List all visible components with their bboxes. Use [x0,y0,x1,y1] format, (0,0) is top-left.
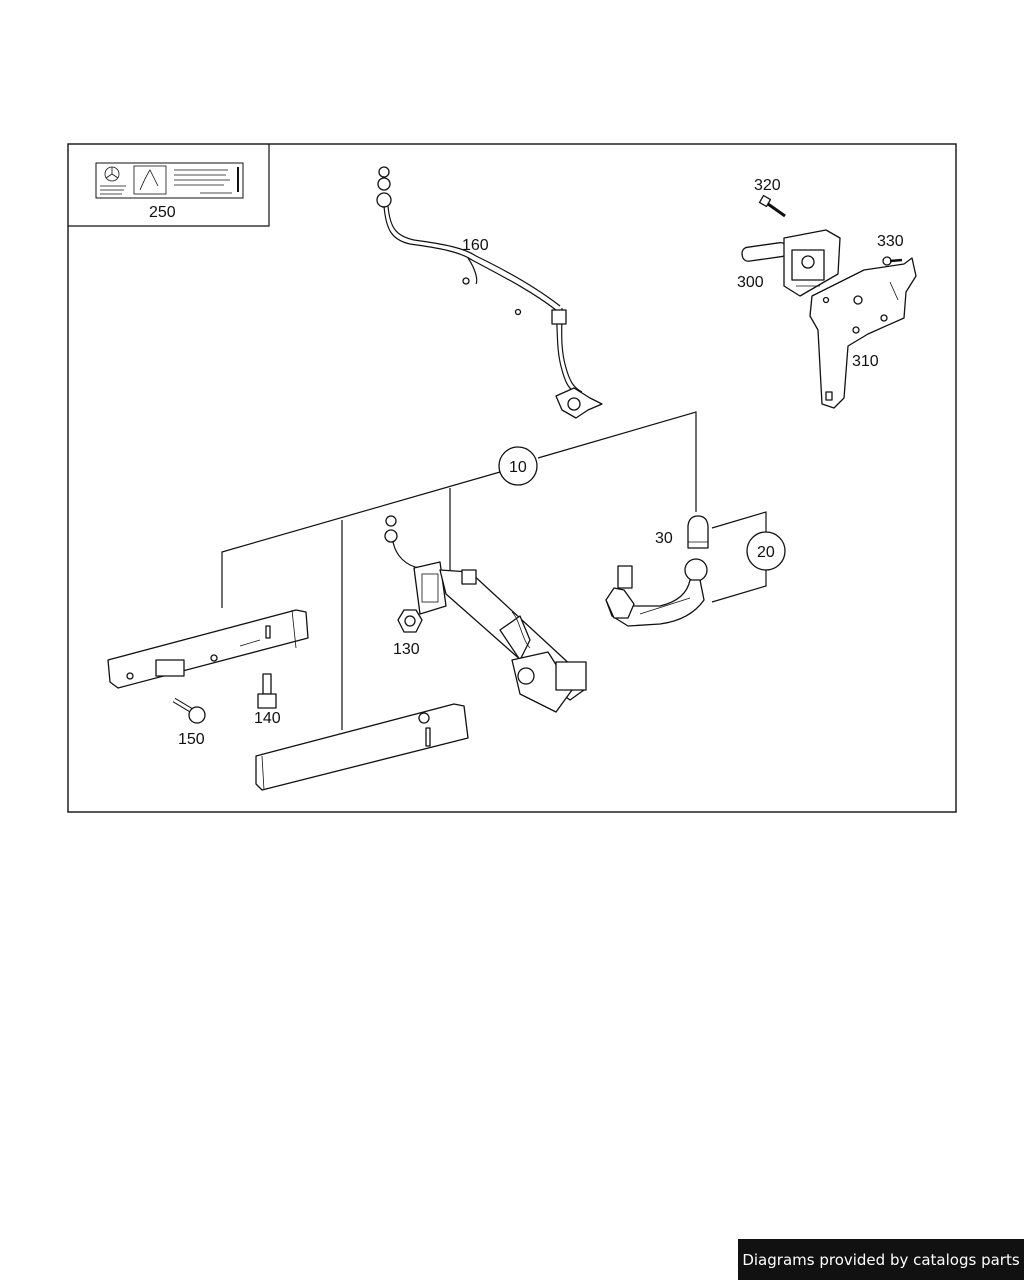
part-30-cap[interactable] [687,515,709,549]
part-300-actuator[interactable] [741,229,841,297]
part-20-tow-ball[interactable] [605,558,708,627]
assembly-10-leaders [221,411,767,730]
callout-10[interactable]: 10 [498,446,538,486]
label-130: 130 [393,641,420,658]
part-right-side-member[interactable] [255,703,469,791]
label-20: 20 [757,544,775,561]
label-300: 300 [737,274,764,291]
label-320: 320 [754,177,781,194]
part-crossbar-assembly[interactable] [384,515,587,713]
part-310-bracket[interactable] [809,257,917,409]
part-left-side-member[interactable] [107,609,309,689]
part-150-bolt[interactable] [172,697,206,724]
label-160: 160 [462,237,489,254]
inset-box [68,144,270,227]
label-30: 30 [655,530,673,547]
label-150: 150 [178,731,205,748]
part-140-bolt[interactable] [257,673,277,709]
part-320-bolt[interactable] [758,194,786,218]
part-250-sticker[interactable] [95,162,244,199]
diagram-frame [67,143,957,813]
part-330-screw[interactable] [882,256,903,266]
footer-credit-badge: Diagrams provided by catalogs parts [738,1239,1024,1280]
label-310: 310 [852,353,879,370]
label-140: 140 [254,710,281,727]
label-330: 330 [877,233,904,250]
part-130-nut[interactable] [397,609,423,633]
callout-20[interactable]: 20 [746,531,786,571]
label-10: 10 [509,459,527,476]
part-160-cable-harness[interactable] [376,166,603,419]
label-250: 250 [149,204,176,221]
